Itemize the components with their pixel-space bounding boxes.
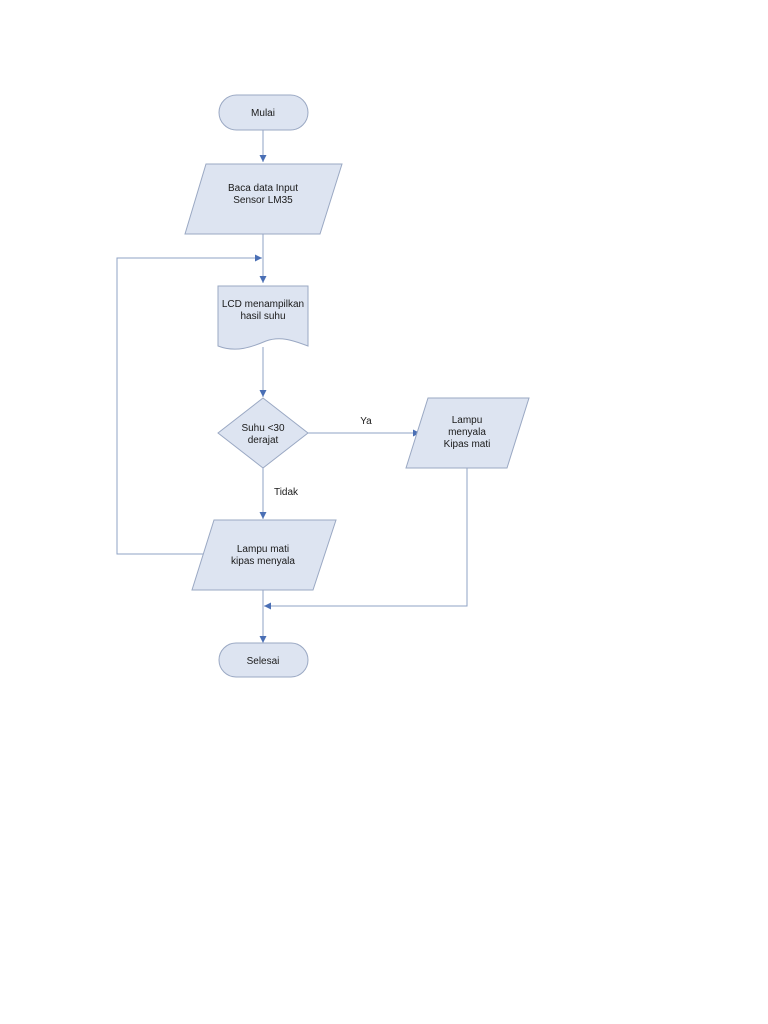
decision-label-line2: derajat: [248, 435, 279, 446]
yes-action-label-line3: Kipas mati: [444, 439, 491, 450]
no-action-label-line2: kipas menyala: [231, 556, 295, 567]
read-input-data-shape: Baca data Input Sensor LM35: [184, 163, 343, 235]
no-action-label-line1: Lampu mati: [237, 544, 289, 555]
yes-action-data-shape: Lampu menyala Kipas mati: [405, 397, 530, 469]
connector-loop-back: [116, 254, 262, 555]
end-terminator: Selesai: [218, 642, 309, 678]
connectors: [116, 130, 468, 643]
edge-label-no: Tidak: [274, 487, 299, 498]
temperature-decision: Suhu <30 derajat: [217, 397, 309, 469]
start-terminator: Mulai: [218, 94, 309, 131]
connector-yes-merge: [264, 468, 468, 610]
yes-action-label-line2: menyala: [448, 427, 486, 438]
lcd-display-document: LCD menampilkan hasil suhu: [217, 285, 309, 350]
decision-label-line1: Suhu <30: [241, 423, 285, 434]
no-action-data-shape: Lampu mati kipas menyala: [191, 519, 337, 591]
start-label: Mulai: [251, 108, 275, 119]
lcd-label-line2: hasil suhu: [240, 311, 285, 322]
yes-action-label-line1: Lampu: [452, 415, 483, 426]
edge-label-yes: Ya: [360, 416, 372, 427]
lcd-label-line1: LCD menampilkan: [222, 299, 304, 310]
read-input-label-line1: Baca data Input: [228, 183, 298, 194]
read-input-label-line2: Sensor LM35: [233, 195, 293, 206]
end-label: Selesai: [247, 656, 280, 667]
